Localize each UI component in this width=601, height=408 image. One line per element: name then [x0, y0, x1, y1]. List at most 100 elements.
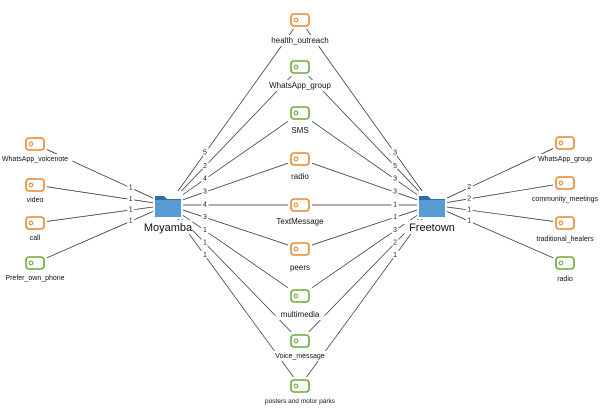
- code-node-whatsapp_voicenote[interactable]: WhatsApp_voicenote: [0, 135, 73, 164]
- code-label-bg: [256, 396, 344, 406]
- edge-weight-label: 3: [393, 227, 397, 234]
- code-label-bg: [0, 154, 73, 164]
- code-label-bg: [525, 234, 601, 244]
- edge-weight-label: 2: [393, 240, 397, 247]
- code-node-health_outreach[interactable]: health_outreach: [264, 11, 336, 46]
- tag-icon-hole: [558, 140, 564, 146]
- code-node-peers[interactable]: peers: [286, 240, 314, 273]
- tag-icon: [290, 198, 310, 212]
- edge-weight-label: 3: [203, 214, 207, 221]
- edge-weight-label: 1: [129, 196, 133, 203]
- tag-icon-hole: [293, 156, 299, 162]
- edge-weight-bg: [391, 224, 399, 233]
- edge-weight-label: 1: [393, 214, 397, 221]
- edge-weight-label: 1: [467, 207, 471, 214]
- edge-weight-label: 5: [393, 163, 397, 170]
- edge-weight-bg: [127, 215, 135, 224]
- code-node-multimedia[interactable]: multimedia: [275, 287, 325, 320]
- tag-icon: [290, 106, 310, 120]
- tag-icon: [555, 136, 575, 150]
- code-node-sms[interactable]: SMS: [288, 104, 312, 136]
- edge-weight-label: 5: [203, 150, 207, 157]
- tag-icon: [290, 60, 310, 74]
- tag-icon-hole: [558, 220, 564, 226]
- edge-weight-bg: [465, 215, 473, 224]
- edge-weight-bg: [391, 173, 399, 182]
- tag-icon-hole: [28, 141, 34, 147]
- edge-moyamba-sms: [167, 112, 301, 206]
- code-node-whatsapp_group_r[interactable]: WhatsApp_group: [535, 134, 595, 164]
- edge-moyamba-whatsapp_voicenote: [34, 143, 169, 206]
- edge-moyamba-radio_c: [167, 158, 301, 206]
- edge-weight-label: 4: [203, 202, 207, 209]
- code-node-radio_c[interactable]: radio: [286, 150, 314, 182]
- tag-icon-hole: [293, 110, 299, 116]
- edge-weight-bg: [201, 160, 209, 169]
- code-label: WhatsApp_group: [269, 81, 331, 90]
- tag-icon: [290, 289, 310, 303]
- edge-moyamba-prefer_own_phone: [34, 204, 169, 264]
- site-label-bg: [143, 220, 193, 234]
- site-label: Moyamba: [144, 222, 193, 234]
- code-node-traditional_healers[interactable]: traditional_healers: [525, 214, 601, 244]
- edge-weight-bg: [465, 204, 473, 213]
- code-node-posters[interactable]: posters and motor parks: [256, 377, 344, 406]
- nodes-layer: health_outreachWhatsApp_groupSMSradioTex…: [0, 11, 601, 406]
- code-node-radio_r[interactable]: radio: [553, 254, 577, 284]
- edge-weight-bg: [201, 224, 209, 233]
- tag-icon-outline: [290, 334, 310, 348]
- code-node-whatsapp_group_c[interactable]: WhatsApp_group: [266, 58, 334, 91]
- code-label-bg: [25, 233, 45, 243]
- tag-icon-hole: [558, 260, 564, 266]
- code-label: WhatsApp_group: [538, 156, 592, 163]
- site-node-freetown[interactable]: Freetown: [404, 191, 460, 234]
- folder-icon-front: [419, 200, 445, 217]
- site-label: Freetown: [409, 222, 455, 234]
- code-label-bg: [291, 125, 309, 136]
- site-node-moyamba[interactable]: Moyamba: [143, 191, 193, 234]
- edge-weight-label: 3: [393, 189, 397, 196]
- folder-icon: [417, 191, 447, 219]
- edge-weight-bg: [391, 160, 399, 169]
- edge-freetown-community_meetings: [431, 182, 566, 206]
- edge-weight-bg: [201, 186, 209, 195]
- edge-weight-label: 3: [203, 189, 207, 196]
- tag-icon-outline: [555, 256, 575, 270]
- edge-freetown-radio_r: [431, 204, 566, 264]
- tag-icon-outline: [25, 178, 45, 192]
- tag-icon-hole: [293, 17, 299, 23]
- edge-weight-bg: [391, 199, 399, 208]
- edge-moyamba-call: [34, 204, 169, 224]
- edge-weight-label: 2: [467, 195, 471, 202]
- code-label: radio: [557, 276, 573, 283]
- tag-icon: [25, 216, 45, 230]
- tag-icon: [25, 178, 45, 192]
- edge-weight-bg: [465, 182, 473, 191]
- code-node-textmessage[interactable]: TextMessage: [273, 196, 327, 227]
- code-label-bg: [535, 154, 595, 164]
- code-label-bg: [553, 274, 577, 284]
- code-label: community_meetings: [532, 196, 599, 203]
- code-node-voice_message[interactable]: Voice_message: [272, 332, 328, 361]
- code-label: multimedia: [281, 310, 320, 319]
- edge-weight-bg: [391, 147, 399, 156]
- edge-freetown-sms: [299, 112, 433, 206]
- edge-weight-label: 4: [203, 176, 207, 183]
- tag-icon-hole: [28, 182, 34, 188]
- code-node-video[interactable]: video: [23, 176, 47, 205]
- tag-icon: [25, 256, 45, 270]
- edge-freetown-whatsapp_group_r: [431, 142, 566, 206]
- code-node-prefer_own_phone[interactable]: Prefer_own_phone: [1, 254, 69, 283]
- code-label-bg: [266, 80, 334, 91]
- edge-weight-label: 2: [467, 184, 471, 191]
- code-node-call[interactable]: call: [23, 214, 47, 243]
- edge-weight-bg: [201, 250, 209, 259]
- tag-icon-outline: [25, 137, 45, 151]
- tag-icon-outline: [290, 60, 310, 74]
- code-node-community_meetings[interactable]: community_meetings: [527, 174, 601, 204]
- folder-icon-front: [155, 200, 181, 217]
- edge-freetown-health_outreach: [299, 19, 433, 206]
- tag-icon-hole: [293, 202, 299, 208]
- tag-icon-outline: [290, 13, 310, 27]
- edge-weight-bg: [201, 173, 209, 182]
